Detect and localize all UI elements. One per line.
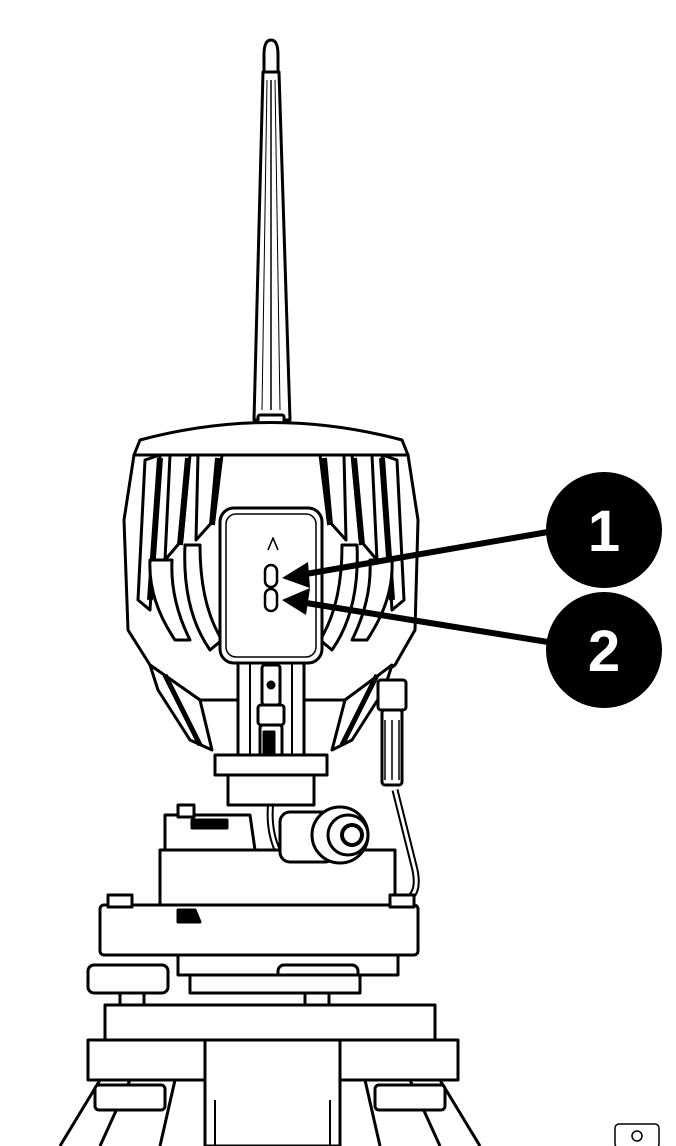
callout-2: 2 [546, 592, 662, 708]
arrowhead-1 [282, 562, 310, 588]
front-module [218, 506, 324, 665]
callout-label-2: 2 [588, 619, 620, 684]
leader-line-1 [297, 529, 551, 578]
right-cable [376, 678, 408, 787]
tribrach [86, 893, 437, 1042]
callout-label-1: 1 [588, 499, 620, 564]
mount-adapter [158, 753, 397, 907]
leader-line-2 [297, 599, 551, 645]
arrowhead-2 [282, 588, 310, 615]
tripod-head [58, 1038, 482, 1146]
callout-1: 1 [546, 472, 662, 588]
led-indicator-1 [263, 563, 279, 589]
leader-lines [282, 529, 551, 645]
device-outline-icon [614, 1123, 660, 1146]
led-indicator-2 [263, 587, 279, 613]
logo-icon [267, 537, 279, 551]
